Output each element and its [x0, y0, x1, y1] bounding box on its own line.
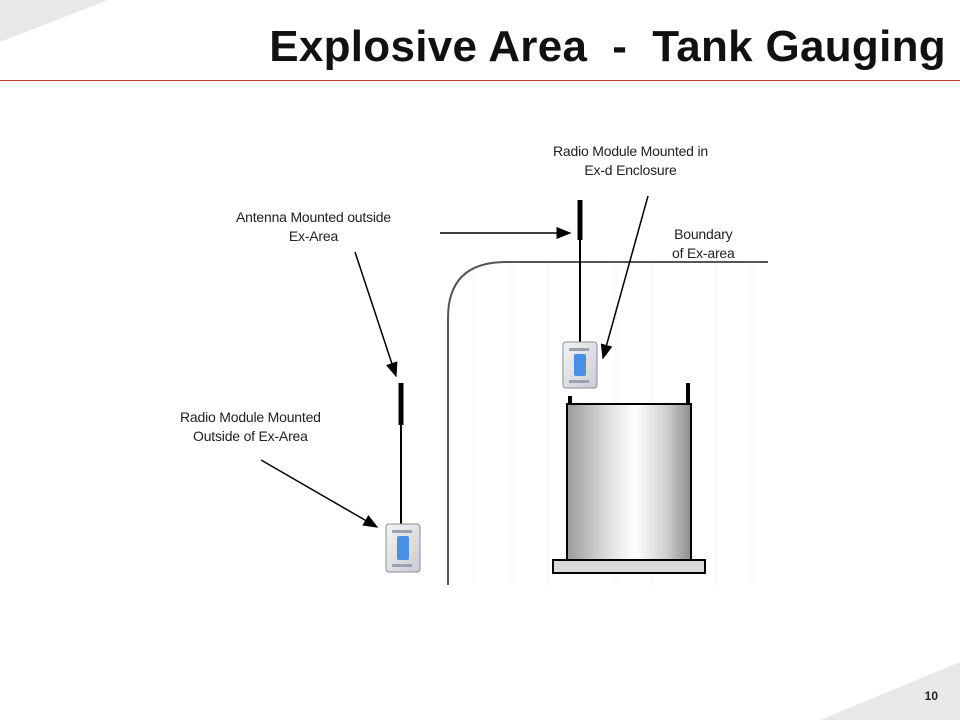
- arrow-to-radio-ex-d: [600, 195, 649, 360]
- page-number: 10: [924, 689, 938, 703]
- label-radio-outside: Radio Module Mounted Outside of Ex-Area: [180, 409, 321, 444]
- title-divider: [0, 80, 960, 81]
- storage-tank: [552, 383, 706, 574]
- radio-module-outside-icon: [385, 523, 421, 573]
- radio-module-ex-d-icon: [562, 341, 598, 389]
- corner-decoration-bottom-right: [820, 662, 960, 720]
- label-radio-ex-d-enclosure: Radio Module Mounted in Ex-d Enclosure: [553, 143, 708, 178]
- arrow-to-outside-antenna: [354, 251, 398, 378]
- label-antenna-outside: Antenna Mounted outside Ex-Area: [236, 209, 391, 244]
- ex-area-boundary-line: [447, 261, 768, 585]
- slide-title: Explosive Area - Tank Gauging: [269, 22, 946, 71]
- label-boundary: Boundary of Ex-area: [672, 226, 735, 261]
- corner-decoration-top-left: [0, 0, 108, 42]
- arrow-to-outside-radio: [260, 459, 379, 528]
